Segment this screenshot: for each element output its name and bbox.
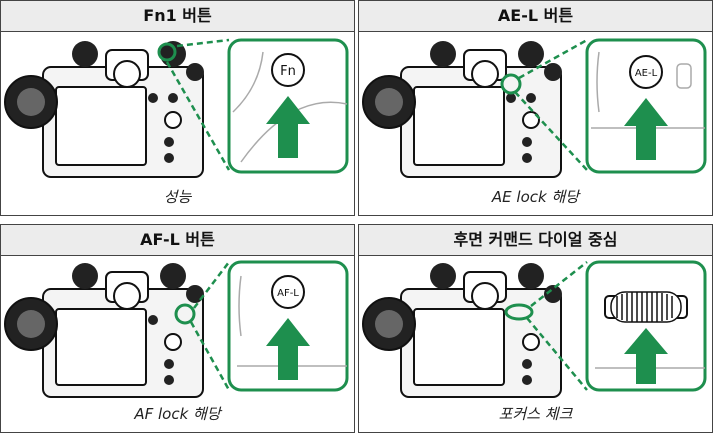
zoom-inset: Fn	[227, 38, 349, 174]
panel-title: AE-L 버튼	[359, 1, 712, 32]
camera-illustration: AE-L	[359, 32, 712, 180]
zoom-inset: AE-L	[585, 38, 707, 174]
svg-text:Fn: Fn	[280, 64, 296, 79]
zoom-inset	[585, 260, 707, 392]
panel-af-l-button: AF-L 버튼	[0, 224, 355, 433]
press-arrow-icon	[266, 96, 310, 158]
svg-text:AF-L: AF-L	[277, 288, 299, 299]
command-dial-icon	[604, 291, 688, 323]
svg-text:AE-L: AE-L	[635, 68, 658, 79]
camera-body	[362, 263, 562, 398]
panel-title: Fn1 버튼	[1, 1, 354, 32]
press-arrow-icon	[624, 98, 668, 160]
press-arrow-icon	[624, 328, 668, 384]
highlight-ring	[174, 303, 196, 325]
camera-illustration: AF-L	[1, 256, 354, 400]
highlight-ring	[500, 73, 522, 95]
panel-caption: 성능	[163, 188, 192, 206]
panel-rear-command-dial: 후면 커맨드 다이얼 중심	[358, 224, 713, 433]
panel-title: 후면 커맨드 다이얼 중심	[359, 225, 712, 256]
press-arrow-icon	[266, 318, 310, 380]
panel-caption: AE lock 해당	[491, 188, 580, 206]
camera-body	[4, 263, 204, 398]
camera-illustration	[359, 256, 712, 400]
panel-title: AF-L 버튼	[1, 225, 354, 256]
camera-body	[362, 41, 562, 178]
camera-illustration: Fn	[1, 32, 354, 180]
camera-body	[4, 41, 204, 178]
highlight-ring	[157, 42, 177, 62]
panel-caption: AF lock 해당	[134, 405, 221, 423]
highlight-ring	[504, 303, 534, 321]
panel-caption: 포커스 체크	[498, 405, 573, 423]
zoom-inset: AF-L	[227, 260, 349, 392]
panel-fn1-button: Fn1 버튼	[0, 0, 355, 216]
panel-ae-l-button: AE-L 버튼	[358, 0, 713, 216]
